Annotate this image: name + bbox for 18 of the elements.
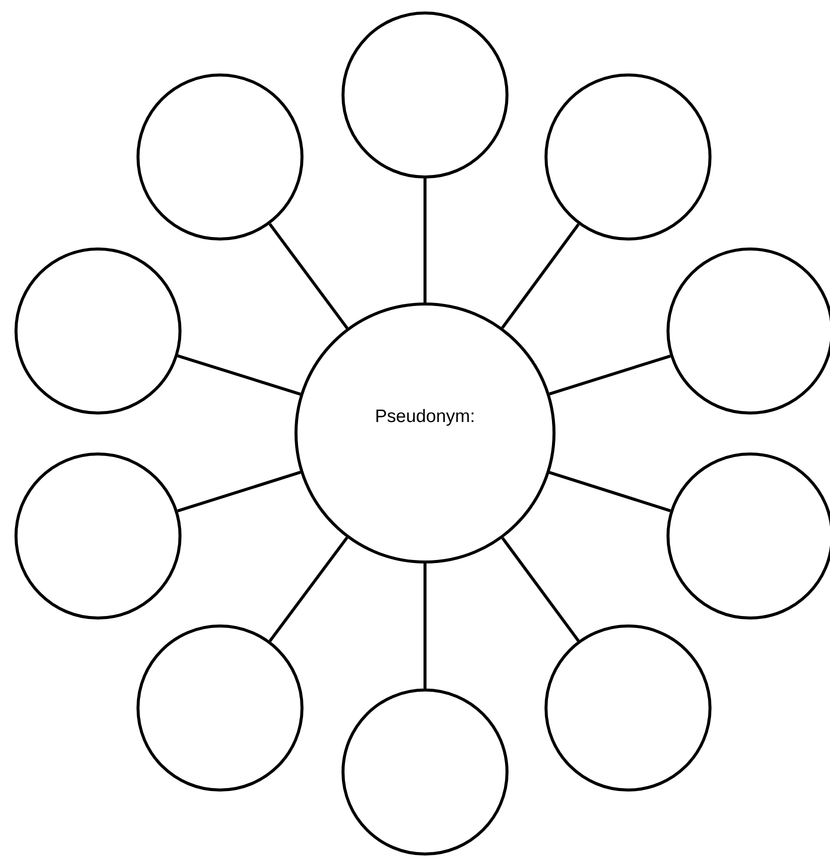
connector-line <box>501 537 580 642</box>
connector-line <box>424 178 426 302</box>
connector-line <box>549 354 671 396</box>
connector-line <box>501 223 580 329</box>
empty-circle <box>342 688 508 856</box>
empty-circle <box>342 12 508 178</box>
connector-line <box>177 354 301 396</box>
empty-circle <box>544 74 712 240</box>
empty-circle <box>14 248 182 414</box>
empty-circle <box>136 624 304 792</box>
empty-circle <box>14 452 182 620</box>
connector-line <box>548 471 671 512</box>
empty-circle <box>544 624 712 792</box>
connector-line <box>424 564 426 688</box>
connector-line <box>177 470 301 512</box>
empty-circle <box>136 74 304 240</box>
connector-line <box>268 223 348 330</box>
connector-line <box>268 536 348 642</box>
